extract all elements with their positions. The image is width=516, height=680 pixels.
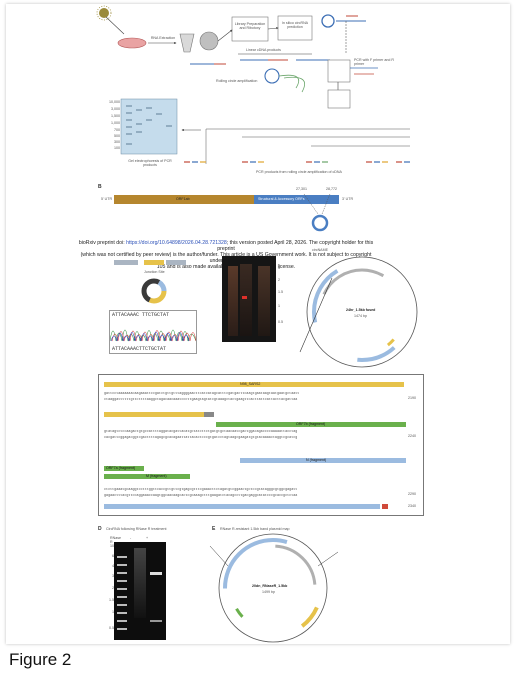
annotation-label-3: ORF7a (fragment): [106, 466, 136, 470]
step-pcr-label: PCR with F primer and R primer: [354, 58, 394, 67]
panel-a-gel: [120, 98, 178, 155]
panel-d-label: D: [98, 526, 102, 532]
annotation-green-3: [104, 474, 190, 479]
seq-row-3: gtatagtctccaagactgtgccattttaggatacgattac…: [104, 430, 298, 434]
annotation-yellow-1: [104, 412, 204, 417]
annotation-label-1: ORF7b (fragment): [296, 422, 326, 426]
plasmid-c-name: 24hr_1.5kb fused: [346, 308, 376, 312]
structural-label: Structural & Accessory ORFs: [258, 197, 305, 201]
step-insilico-label: In silico circRNA prediction: [281, 21, 309, 30]
chromatogram: ATTACAAAC TTCTGCTAT ATTACAAACTTCTGCTAT: [109, 310, 197, 354]
utr3-label: 3' UTR: [342, 197, 354, 201]
virus-icon: [96, 5, 112, 21]
plasmid-c-size: 1474 bp: [354, 314, 367, 318]
orf1ab-label: ORF1ab: [176, 197, 190, 201]
genome-orf-bar: [114, 195, 254, 204]
tube-icon: [179, 33, 195, 53]
seq-header-label: N98_SARS2: [240, 382, 261, 386]
utr5-label: 5' UTR: [101, 197, 113, 201]
library-dish-icon: [199, 31, 219, 51]
seq-row-6: gagaactttacgttccaggaaaccaagtggcaacaagcac…: [104, 494, 298, 498]
annotation-gray-1: [204, 412, 214, 417]
seq-row-2: ctaaggattttttgttcttttaaggctagacaacaaatcc…: [104, 398, 298, 402]
genome-strip: [114, 260, 186, 265]
annotation-red-marker: [382, 504, 388, 509]
seq-header-bar: [104, 382, 404, 387]
annotation-blue-2: [104, 504, 380, 509]
panel-b-connectors: [303, 193, 331, 232]
panel-e-title: RNase R-resistant 1.5kb band plasmid map: [220, 527, 290, 531]
position-b: 28,772: [326, 187, 337, 191]
panel-d-gel: [114, 542, 166, 640]
step-rna-label: RNA Extraction: [150, 36, 176, 40]
seq-row-4: cacgattcggagacggtcgacttttagagcgcacagaatt…: [104, 436, 298, 440]
junction-ring-icon: [141, 278, 167, 304]
step-library-label: Library Preparation and Ribotoxy: [234, 22, 266, 31]
circrna-ring-icon: [311, 214, 329, 232]
step-linear-label: Linear cDNA products: [246, 48, 281, 52]
panel-c-plasmid-map: [299, 256, 418, 368]
seq-bottom: ATTACAAACTTCTGCTAT: [112, 346, 167, 352]
step-rolling-label: Rolling circle amplification: [216, 79, 258, 83]
plasmid-e-name: 20dn_RNaseR_1.5kb: [252, 584, 288, 588]
sequence-panel: [98, 374, 424, 516]
circrna-icon: [321, 14, 335, 28]
panel-e-label: E: [212, 526, 216, 532]
annotation-blue-1: [240, 458, 406, 463]
annotation-green-1: [216, 422, 406, 427]
pcr-products-label: PCR products from rolling circle amplifi…: [256, 170, 342, 174]
panel-b-label: B: [98, 184, 102, 190]
rolling-circle-icon: [264, 68, 280, 84]
seq-row-5: ctcttgaaatgcaaggtcctttggttcaccgttgttcgtg…: [104, 488, 298, 492]
figure-page: Library Preparation and Ribotoxy In sili…: [6, 4, 510, 644]
seq-pos-3: 2290: [408, 492, 416, 496]
seq-pos-4: 2340: [408, 504, 416, 508]
annotation-label-2: N (fragment): [306, 458, 327, 462]
panel-a-schematic: [96, 5, 410, 164]
seq-pos-1: 2190: [408, 396, 416, 400]
seq-row-1: gattcctaaaaaaacaagaaattccgatctgttgtttagg…: [104, 392, 300, 396]
panel-c-gel: [222, 256, 276, 342]
figure-label: Figure 2: [9, 650, 72, 669]
gel-electrophoresis-label: Gel electrophoresis of PCR products: [128, 159, 172, 168]
gel-band-marker: [242, 296, 247, 299]
seq-top: ATTACAAAC TTCTGCTAT: [112, 312, 170, 318]
panel-e-plasmid-map: [209, 533, 339, 643]
plasmid-e-size: 1499 bp: [262, 590, 275, 594]
circname-label: circNAME: [312, 248, 328, 252]
doi-link[interactable]: https://doi.org/10.64898/2026.04.28.7213…: [126, 240, 227, 246]
junction-label: Junction Site: [144, 270, 165, 274]
genome-structural-bar: [254, 195, 339, 204]
annotation-green-2: [104, 466, 144, 471]
position-a: 27,301: [296, 187, 307, 191]
annotation-label-4: M (fragment): [146, 474, 167, 478]
cell-dish-icon: [117, 37, 147, 49]
panel-d-title: CircRNA following RNase R treatment: [106, 527, 167, 531]
seq-pos-2: 2240: [408, 434, 416, 438]
